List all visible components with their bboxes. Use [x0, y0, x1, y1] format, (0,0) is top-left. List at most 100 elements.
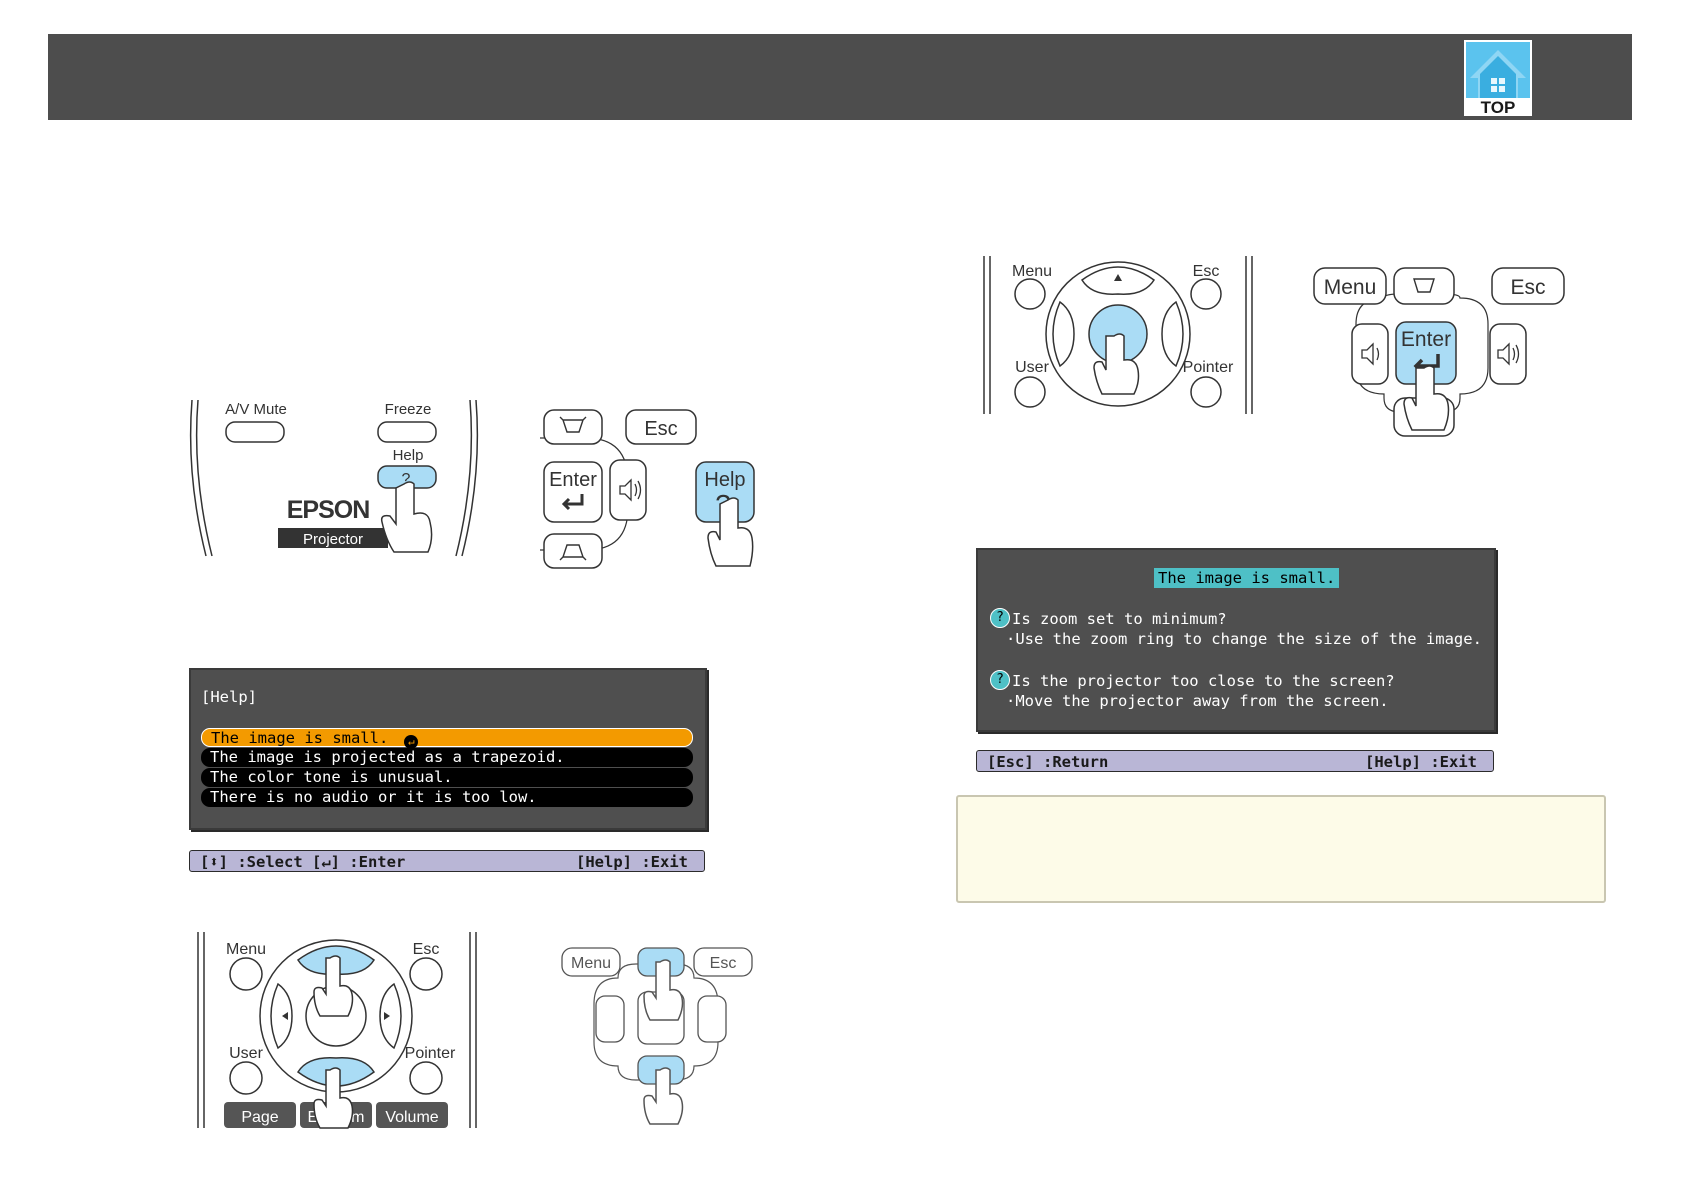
menu-button[interactable] [1313, 267, 1387, 305]
remote-select-figure: Menu Esc User Pointer Page E-Zoom Volume [197, 932, 477, 1129]
help-menu-item[interactable]: The image is projected as a trapezoid. [201, 748, 693, 767]
panel-select-figure: Menu Esc [561, 947, 753, 1125]
av-mute-button[interactable] [225, 421, 285, 443]
keystone-up-icon [1413, 278, 1435, 293]
esc-label: Esc [1193, 263, 1220, 280]
menu-button[interactable] [1014, 278, 1046, 310]
freeze-label: Freeze [385, 401, 432, 418]
menu-button[interactable] [229, 957, 263, 991]
user-button[interactable] [1014, 376, 1046, 408]
pointing-hand-icon [380, 481, 433, 553]
panel-enter-figure: Menu Esc Enter [1313, 267, 1565, 437]
help-detail-screen: The image is small. ? Is zoom set to min… [976, 548, 1496, 732]
enter-label: Enter [1401, 328, 1451, 351]
enter-label: Enter [549, 469, 597, 491]
menu-label: Menu [1012, 263, 1052, 280]
help-label: Help [393, 447, 424, 464]
volume-up-button[interactable] [1489, 323, 1527, 385]
help-detail-answer: ·Move the projector away from the screen… [1006, 692, 1389, 710]
help-detail-title: The image is small. [1154, 568, 1340, 588]
volume-label: Volume [385, 1109, 438, 1126]
esc-button[interactable] [409, 957, 443, 991]
user-label: User [229, 1045, 263, 1062]
pointing-hand-icon [643, 959, 684, 1125]
user-button[interactable] [229, 1061, 263, 1095]
volume-up-button[interactable] [697, 995, 727, 1043]
enter-icon: ↵ [404, 735, 419, 749]
page-label: Page [241, 1109, 278, 1126]
pointer-label: Pointer [405, 1045, 456, 1062]
esc-button[interactable] [1491, 267, 1565, 305]
pointing-hand-icon [313, 955, 354, 1129]
guide-select-enter: [⬍] :Select [↵] :Enter [200, 853, 406, 871]
keystone-up-icon [559, 416, 587, 433]
top-home-button[interactable]: TOP [1464, 40, 1532, 116]
volume-up-icon [1497, 342, 1520, 366]
menu-label: Menu [226, 941, 266, 958]
pointer-button[interactable] [409, 1061, 443, 1095]
help-detail-answer: ·Use the zoom ring to change the size of… [1006, 630, 1482, 648]
esc-label: Esc [710, 955, 737, 972]
help-menu-title: [Help] [201, 688, 257, 706]
right-button[interactable] [379, 982, 402, 1050]
projector-label: Projector [303, 531, 363, 548]
enter-arrow-icon [561, 494, 584, 511]
remote-enter-figure: Menu Esc User Pointer [983, 256, 1253, 414]
av-mute-label: A/V Mute [225, 401, 287, 418]
volume-down-button[interactable] [595, 995, 625, 1043]
pointing-hand-icon [1093, 333, 1140, 395]
enter-button[interactable] [543, 461, 603, 523]
guide-return: [Esc] :Return [987, 753, 1109, 771]
guide-exit: [Help] :Exit [1365, 753, 1477, 771]
keystone-up-button[interactable] [1393, 267, 1455, 305]
help-button-glyph: ? [402, 471, 411, 488]
question-icon: ? [990, 608, 1010, 628]
help-menu-item[interactable]: The color tone is unusual. [201, 768, 693, 787]
note-box [956, 795, 1606, 903]
volume-up-icon [619, 478, 642, 502]
remote-help-figure: A/V Mute Freeze Help ? EPSON Projector [189, 399, 479, 557]
panel-help-figure: Esc Enter Help ? [540, 409, 755, 569]
esc-label: Esc [1510, 276, 1545, 299]
pointing-hand-icon [707, 497, 754, 567]
left-button[interactable] [270, 982, 293, 1050]
esc-button[interactable] [1190, 278, 1222, 310]
esc-button[interactable] [625, 409, 697, 445]
help-detail-question: Is zoom set to minimum? [1012, 610, 1227, 628]
panel-help-label: Help [704, 469, 745, 491]
user-label: User [1015, 359, 1049, 376]
esc-label: Esc [644, 418, 677, 440]
help-menu-item-selected[interactable]: The image is small. ↵ [201, 728, 693, 749]
volume-up-button[interactable] [609, 459, 647, 521]
keystone-down-button[interactable] [543, 533, 603, 569]
page-button[interactable] [224, 1102, 296, 1128]
help-detail-guide-bar: [Esc] :Return [Help] :Exit [976, 750, 1494, 772]
pointer-button[interactable] [1190, 376, 1222, 408]
volume-down-button[interactable] [1351, 323, 1389, 385]
keystone-up-button[interactable] [543, 409, 603, 445]
help-menu-guide-bar: [⬍] :Select [↵] :Enter [Help] :Exit [189, 850, 705, 872]
menu-label: Menu [571, 955, 611, 972]
help-menu-item-label: The image is small. [211, 729, 389, 747]
freeze-button[interactable] [377, 421, 437, 443]
volume-button[interactable] [376, 1102, 448, 1128]
menu-label: Menu [1324, 276, 1377, 299]
right-button[interactable] [1161, 300, 1184, 368]
page-header-bar [48, 34, 1632, 120]
pointer-label: Pointer [1183, 359, 1234, 376]
top-badge-label: TOP [1481, 98, 1516, 116]
help-menu-screen: [Help] The image is small. ↵ The image is… [189, 668, 707, 830]
keystone-down-icon [559, 544, 587, 561]
left-button[interactable] [1052, 300, 1075, 368]
volume-down-icon [1361, 342, 1380, 366]
esc-button[interactable] [693, 947, 753, 977]
epson-logo: EPSON [287, 496, 370, 524]
guide-exit: [Help] :Exit [576, 853, 688, 871]
esc-label: Esc [413, 941, 440, 958]
question-icon: ? [990, 670, 1010, 690]
menu-button[interactable] [561, 947, 621, 977]
help-menu-item[interactable]: There is no audio or it is too low. [201, 788, 693, 807]
pointing-hand-icon [1403, 365, 1450, 431]
projector-label-plate [278, 528, 388, 548]
help-detail-question: Is the projector too close to the screen… [1012, 672, 1395, 690]
